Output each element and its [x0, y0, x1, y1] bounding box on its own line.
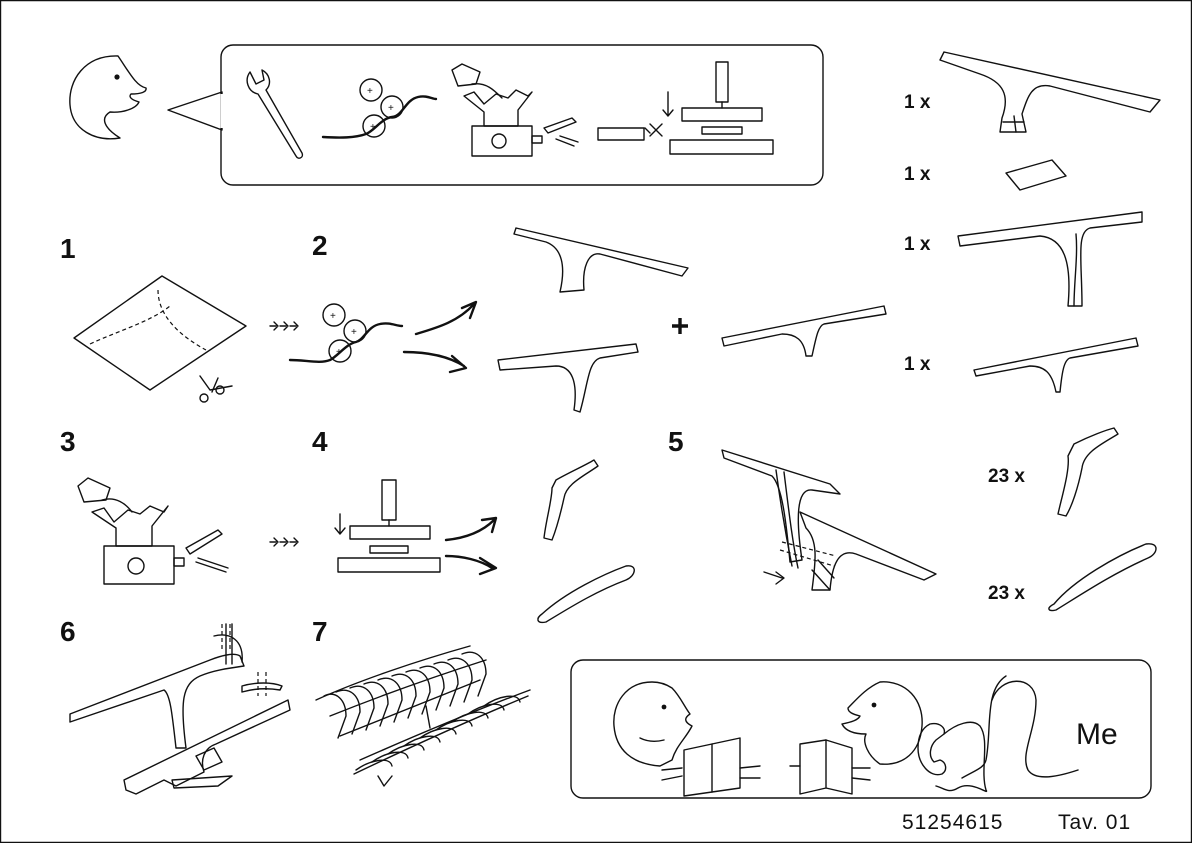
svg-text:+: + [388, 103, 394, 114]
step4-rib-flat [537, 565, 635, 624]
svg-text:+: + [370, 122, 376, 133]
arrows-triple-2 [269, 537, 299, 547]
quantity-rib-flat: 23 x [988, 583, 1025, 604]
step3-grinder [77, 477, 229, 585]
booklet-icon-left [661, 737, 761, 797]
quantity-spine-long: 1 x [904, 234, 931, 255]
part-spine-short [973, 337, 1139, 393]
step2-frame-top [513, 227, 689, 293]
step6-frame [69, 623, 291, 795]
wrench-icon [246, 69, 304, 159]
confused-face-icon [613, 681, 693, 767]
quantity-spine-short: 1 x [904, 354, 931, 375]
phone-icon [917, 675, 1079, 793]
help-panel [570, 659, 1152, 799]
press-icon [597, 61, 774, 155]
svg-text:+: + [351, 327, 357, 338]
rollers-icon: + + + [321, 78, 438, 139]
speaking-face-icon [69, 55, 147, 140]
part-rib-curved [1057, 427, 1119, 517]
booklet-icon-right [789, 739, 871, 795]
quantity-rib-curved: 23 x [988, 466, 1025, 487]
quantity-plate: 1 x [904, 164, 931, 185]
step-number-4: 4 [312, 426, 328, 457]
article-number: 51254615 [902, 811, 1004, 834]
step-number-6: 6 [60, 616, 76, 647]
step2-rollers: + + + [288, 300, 478, 374]
step7-rack-bottom [353, 689, 531, 787]
step5-assembly [721, 449, 937, 591]
step-number-1: 1 [60, 233, 76, 264]
svg-text:+: + [330, 311, 336, 322]
grinder-icon [451, 63, 579, 157]
step4-rib-curved [543, 459, 599, 541]
happy-face-icon [841, 681, 923, 765]
tools-bubble [220, 44, 824, 186]
part-rib-flat [1048, 543, 1157, 612]
step-number-7: 7 [312, 616, 328, 647]
part-base-frame [939, 51, 1161, 133]
step4-press [334, 479, 498, 576]
sheet-number: Tav. 01 [1058, 811, 1132, 834]
speech-pointer [167, 91, 223, 131]
step2-frame-bottom [497, 343, 639, 413]
svg-text:+: + [367, 86, 373, 97]
step1-sheet [73, 275, 247, 403]
step-number-3: 3 [60, 426, 76, 457]
plus-sign [672, 318, 688, 334]
arrows-triple-1 [269, 321, 299, 331]
step2-spine [721, 305, 887, 357]
step-number-5: 5 [668, 426, 684, 457]
step7-rack-top [315, 645, 487, 739]
quantity-base-frame: 1 x [904, 92, 931, 113]
help-me-label: Me [1076, 718, 1118, 751]
part-plate [1005, 159, 1067, 191]
part-spine-long [957, 211, 1143, 307]
scissors-icon [199, 375, 233, 403]
step-number-2: 2 [312, 230, 328, 261]
